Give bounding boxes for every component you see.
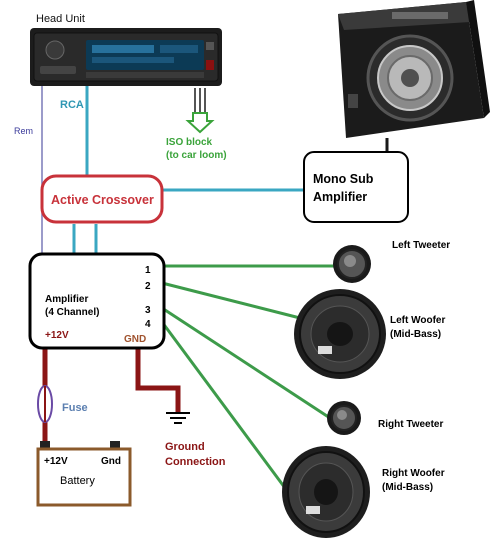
amp-gnd-label: GND: [124, 334, 146, 345]
left-tweeter-label: Left Tweeter: [392, 240, 450, 251]
right-woofer-sublabel: (Mid-Bass): [382, 482, 433, 493]
left-woofer-sublabel: (Mid-Bass): [390, 329, 441, 340]
channel-2-label: 2: [145, 281, 151, 292]
subwoofer-enclosure: [338, 0, 490, 138]
iso-block-label: ISO block: [166, 137, 213, 148]
iso-block-sublabel: (to car loom): [166, 150, 227, 161]
left-woofer-icon: [294, 289, 386, 379]
right-woofer-label: Right Woofer: [382, 468, 445, 479]
mono-sub-label: Mono Sub: [313, 172, 374, 186]
mono-sub-sublabel: Amplifier: [313, 190, 367, 204]
amp-plus12v-label: +12V: [45, 330, 69, 341]
ground-icon: [166, 412, 190, 424]
amplifier-box: [28, 252, 166, 350]
fuse-icon: [37, 385, 53, 423]
amplifier-sublabel: (4 Channel): [45, 307, 99, 318]
ground-label: Ground: [165, 441, 205, 453]
right-tweeter-label: Right Tweeter: [378, 419, 443, 430]
speaker-wire-right-woofer: [160, 321, 290, 493]
battery-negative-terminal: [110, 441, 120, 449]
battery-label: Battery: [60, 475, 95, 487]
active-crossover-label: Active Crossover: [51, 193, 154, 207]
battery-box: [36, 447, 132, 507]
amplifier-label: Amplifier: [45, 294, 88, 305]
battery-positive-terminal: [40, 441, 50, 449]
iso-arrow-icon: [185, 112, 215, 134]
battery-gnd-label: Gnd: [101, 456, 121, 467]
ground-wire: [135, 348, 181, 412]
active-crossover-box: [40, 174, 164, 224]
rem-label: Rem: [14, 126, 33, 136]
rca-label: RCA: [60, 99, 84, 111]
left-tweeter-icon: [333, 245, 371, 283]
fuse-label: Fuse: [62, 402, 88, 414]
right-tweeter-icon: [327, 401, 361, 435]
channel-3-label: 3: [145, 305, 151, 316]
channel-4-label: 4: [145, 319, 151, 330]
speaker-wire-left-woofer: [161, 281, 301, 320]
ground-sublabel: Connection: [165, 456, 226, 468]
left-woofer-label: Left Woofer: [390, 315, 445, 326]
battery-plus12v-label: +12V: [44, 456, 68, 467]
right-woofer-icon: [282, 446, 370, 538]
head-unit-device: [30, 28, 222, 86]
head-unit-label: Head Unit: [36, 13, 85, 25]
mono-sub-amplifier-box: [303, 151, 409, 223]
channel-1-label: 1: [145, 265, 151, 276]
speaker-wire-right-tweeter: [161, 306, 331, 420]
